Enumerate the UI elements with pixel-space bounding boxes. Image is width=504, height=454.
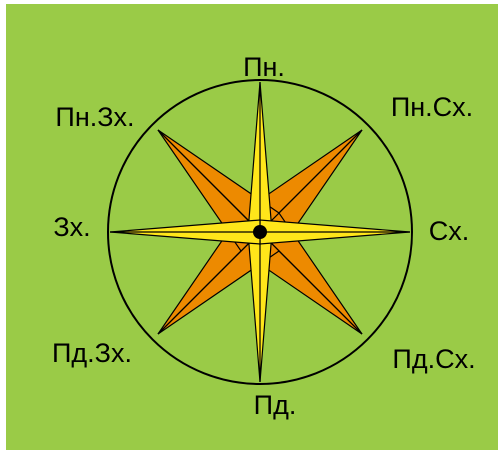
- center-dot: [253, 225, 267, 239]
- label-northeast: Пн.Сх.: [391, 92, 473, 122]
- label-southeast: Пд.Сх.: [392, 344, 475, 374]
- label-east: Сх.: [429, 216, 470, 246]
- label-south: Пд.: [254, 390, 297, 420]
- label-southwest: Пд.Зх.: [52, 338, 132, 368]
- label-west: Зх.: [53, 212, 90, 242]
- label-northwest: Пн.Зх.: [55, 102, 134, 132]
- label-north: Пн.: [243, 52, 285, 82]
